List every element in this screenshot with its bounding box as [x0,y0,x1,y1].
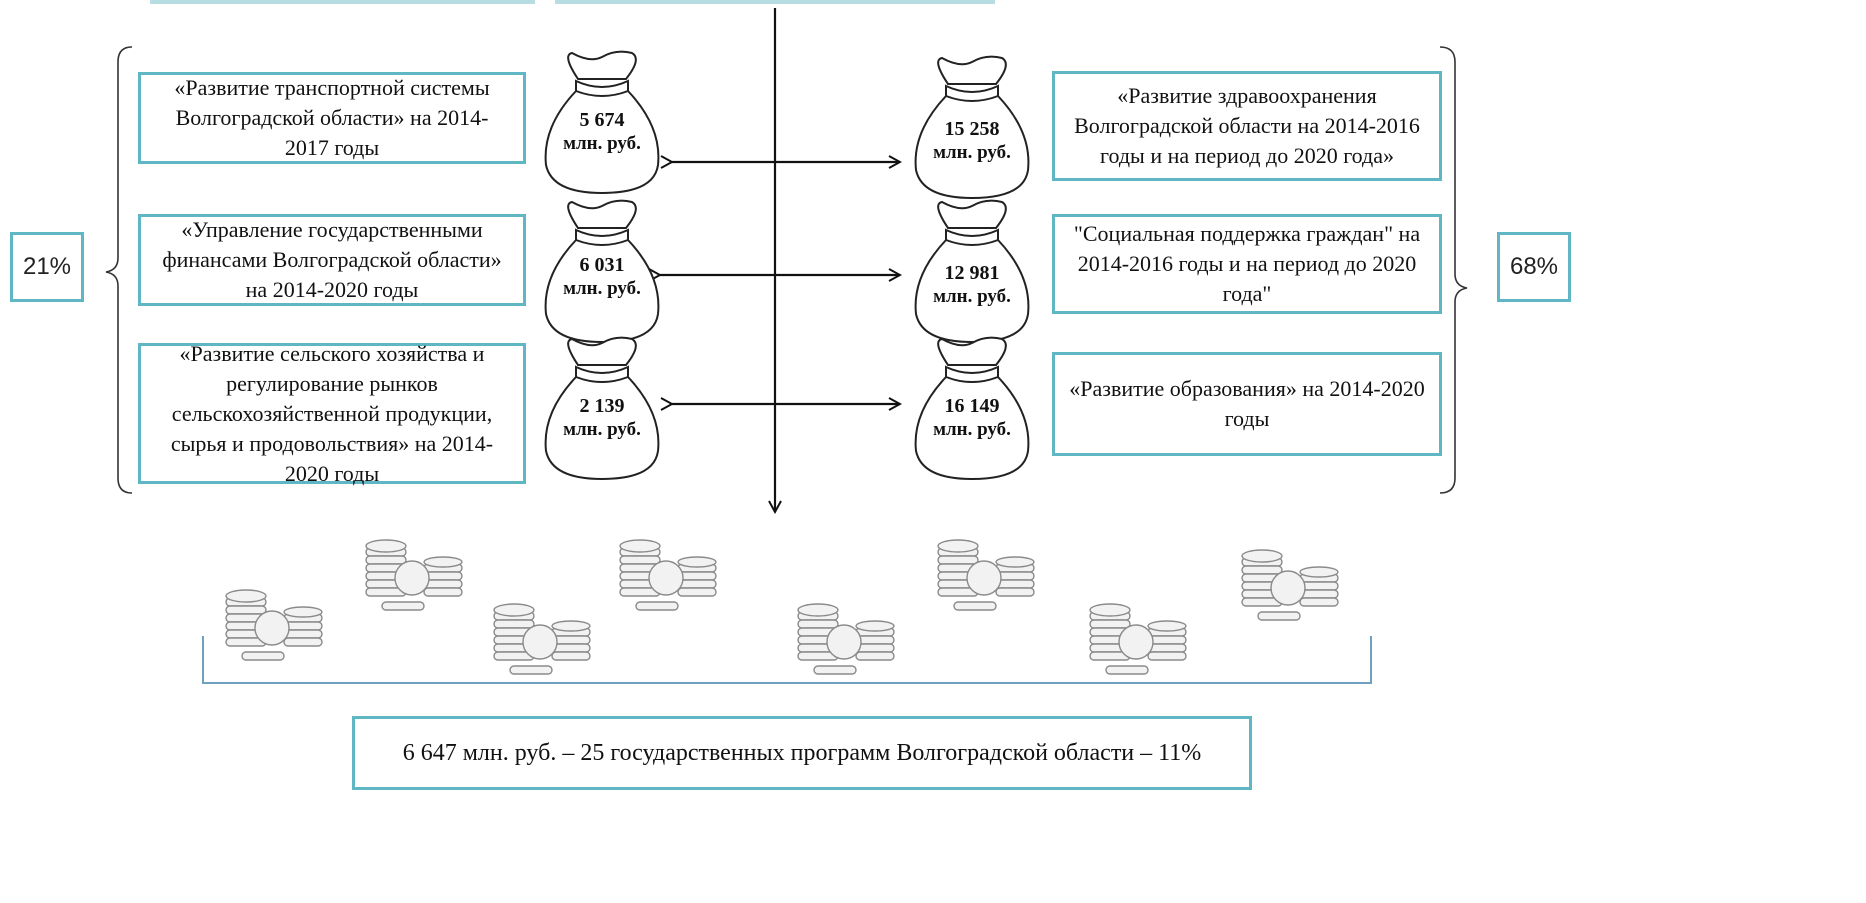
bag-unit: млн. руб. [563,419,641,440]
bag-amount: 16 149 [944,395,1000,417]
program-box-agriculture: «Развитие сельского хозяйства и регулиро… [138,341,526,486]
left-share-label: 21% [22,253,72,280]
right-share-box: 68% [1497,232,1571,302]
money-bag-icon [914,336,1030,481]
money-bag-icon [914,55,1030,200]
bag-amount: 2 139 [579,395,625,417]
bag-amount: 5 674 [579,109,625,131]
bag-unit: млн. руб. [563,133,641,154]
coin-stack-4 [619,539,717,611]
money-bag-agriculture: 2 139 млн. руб. [532,333,672,483]
bag-unit: млн. руб. [933,142,1011,163]
coin-stack-2 [365,539,463,611]
left-share-box: 21% [10,232,84,302]
bag-amount: 12 981 [944,262,1000,284]
money-bag-icon [544,50,660,195]
top-box-edge-right [555,0,995,4]
money-bag-icon [914,199,1030,344]
program-box-education: «Развитие образования» на 2014-2020 годы [1052,352,1442,456]
top-box-edge-left [150,0,535,4]
money-bag-health: 15 258 млн. руб. [902,52,1042,202]
right-bracket [1439,46,1468,494]
program-label-finance: «Управление государственными финансами В… [162,217,502,302]
summary-box: 6 647 млн. руб. – 25 государственных про… [352,716,1252,790]
money-bag-transport: 5 674 млн. руб. [532,47,672,197]
program-box-health: «Развитие здравоохранения Волгоградской … [1052,71,1442,181]
bag-unit: млн. руб. [933,286,1011,307]
program-box-finance: «Управление государственными финансами В… [138,214,526,306]
program-label-agriculture: «Развитие сельского хозяйства и регулиро… [170,340,494,486]
summary-text: 6 647 млн. руб. – 25 государственных про… [402,739,1202,766]
money-bag-social: 12 981 млн. руб. [902,196,1042,346]
money-bag-education: 16 149 млн. руб. [902,333,1042,483]
program-label-social: "Социальная поддержка граждан" на 2014-2… [1073,221,1421,306]
program-box-social: "Социальная поддержка граждан" на 2014-2… [1052,214,1442,314]
bag-unit: млн. руб. [563,278,641,299]
bottom-bracket [202,636,1372,684]
bag-amount: 6 031 [579,254,625,276]
coin-stack-6 [937,539,1035,611]
coin-stack-1 [225,589,323,661]
money-bag-icon [544,199,660,344]
program-label-education: «Развитие образования» на 2014-2020 годы [1069,376,1425,431]
left-bracket [105,46,133,494]
program-label-transport: «Развитие транспортной системы Волгоград… [174,75,490,160]
coin-stack-7 [1089,603,1187,675]
coin-stack-5 [797,603,895,675]
money-bag-icon [544,336,660,481]
program-box-transport: «Развитие транспортной системы Волгоград… [138,72,526,164]
right-share-label: 68% [1509,253,1559,280]
coin-stack-3 [493,603,591,675]
coin-stack-8 [1241,549,1339,621]
money-bag-finance: 6 031 млн. руб. [532,196,672,346]
bag-unit: млн. руб. [933,419,1011,440]
bag-amount: 15 258 [944,118,1000,140]
program-label-health: «Развитие здравоохранения Волгоградской … [1074,83,1420,168]
